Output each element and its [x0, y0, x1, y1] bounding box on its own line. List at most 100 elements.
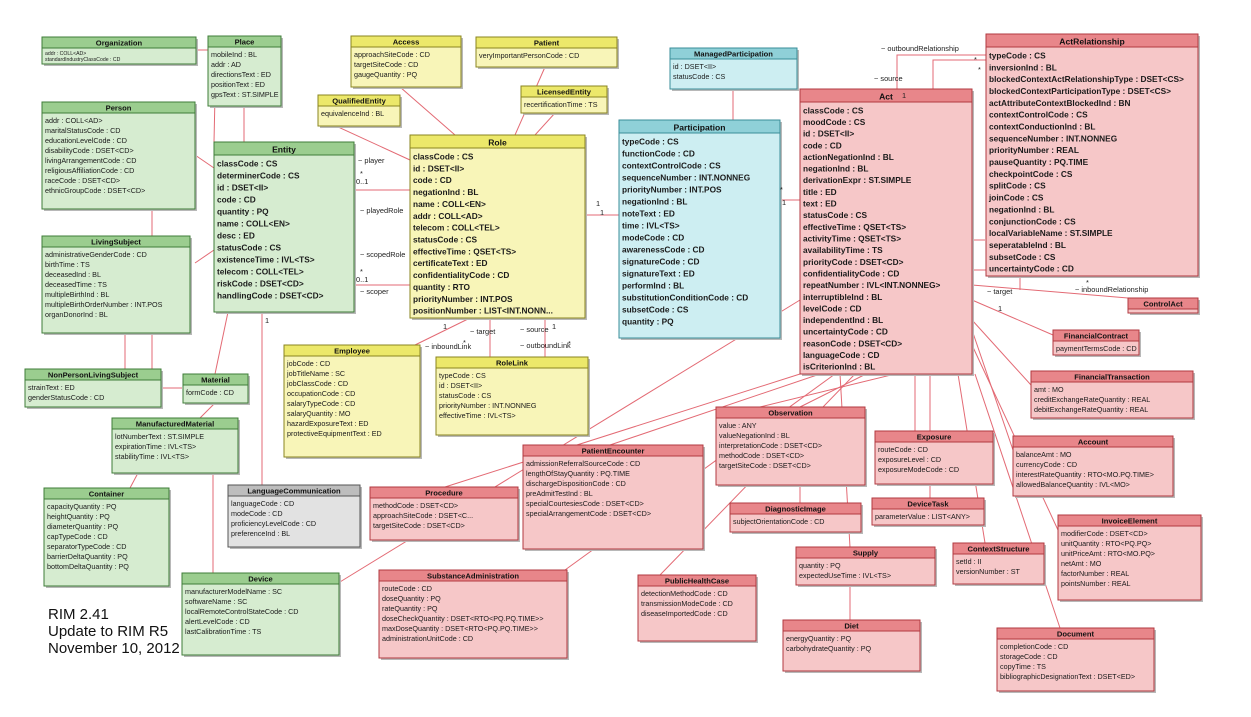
class-patientenc: PatientEncounteradmissionReferralSourceC… [522, 444, 705, 551]
class-body [207, 35, 282, 107]
class-attribute: name : COLL<EN> [413, 199, 486, 209]
class-attribute: jobClassCode : CD [286, 379, 348, 388]
class-attribute: id : DSET<II> [803, 129, 854, 139]
class-attribute: typeCode : CS [439, 371, 486, 380]
association-label-m9: 1 [600, 208, 604, 217]
class-attribute: modeCode : CD [231, 509, 283, 518]
class-attribute: bottomDeltaQuantity : PQ [47, 562, 129, 571]
class-attribute: code : CD [413, 175, 452, 185]
class-body [715, 406, 866, 486]
class-body [378, 569, 568, 659]
association-line [971, 319, 1032, 386]
class-attribute: protectiveEquipmentText : ED [287, 429, 382, 438]
association-label-m18: * [1086, 278, 1089, 287]
class-attribute: salaryTypeCode : CD [287, 399, 355, 408]
class-attribute: rateQuantity : PQ [382, 604, 438, 613]
class-attribute: contextControlCode : CS [622, 161, 721, 171]
association-line [609, 373, 821, 446]
class-attribute: riskCode : DSET<CD> [217, 279, 304, 289]
class-header [207, 35, 282, 48]
class-title: Account [1078, 438, 1109, 447]
class-title: DeviceTask [907, 500, 949, 509]
class-title: FinancialContract [1064, 332, 1129, 341]
class-attribute: localVariableName : ST.SIMPLE [989, 228, 1113, 238]
class-attribute: detectionMethodCode : CD [641, 589, 728, 598]
class-attribute: debitExchangeRateQuantity : REAL [1034, 405, 1148, 414]
class-attribute: typeCode : CS [622, 137, 679, 147]
class-body [41, 101, 196, 210]
class-title: Place [235, 38, 255, 47]
class-header [715, 406, 866, 419]
class-body [409, 134, 586, 319]
class-attribute: isCriterionInd : BL [803, 362, 875, 372]
class-attribute: telecom : COLL<TEL> [413, 223, 500, 233]
class-title: Supply [853, 549, 879, 558]
class-attribute: diameterQuantity : PQ [47, 522, 119, 531]
class-attribute: classCode : CS [413, 151, 474, 161]
class-attribute: directionsText : ED [211, 70, 271, 79]
class-header [799, 88, 973, 103]
class-attribute: priorityNumber : INT.POS [413, 294, 513, 304]
class-attribute: effectiveTime : QSET<TS> [803, 222, 906, 232]
association-line [194, 249, 215, 264]
class-title: Material [201, 376, 230, 385]
class-attribute: genderStatusCode : CD [28, 393, 104, 402]
class-body [618, 119, 781, 339]
association-line [799, 373, 867, 408]
class-attribute: desc : ED [217, 231, 255, 241]
class-attribute: energyQuantity : PQ [786, 634, 852, 643]
class-attribute: telecom : COLL<TEL> [217, 267, 304, 277]
class-attribute: capacityQuantity : PQ [47, 502, 117, 511]
association-label-m15: * [974, 55, 977, 64]
class-attribute: contextControlCode : CS [989, 110, 1088, 120]
class-attribute: factorNumber : REAL [1061, 569, 1129, 578]
class-header [41, 235, 191, 248]
class-attribute: quantity : PQ [622, 317, 674, 327]
association-label-m5: 1 [443, 322, 447, 331]
association-label-m12: * [780, 185, 783, 194]
association-line [129, 472, 139, 489]
class-header [520, 85, 608, 98]
class-attribute: determinerCode : CS [217, 171, 300, 181]
class-attribute: levelCode : CD [803, 303, 862, 313]
association-label-source2: ~ source [874, 74, 903, 83]
class-attribute: effectiveTime : QSET<TS> [413, 246, 516, 256]
class-header [985, 33, 1199, 48]
class-body [43, 487, 170, 587]
class-title: ManagedParticipation [694, 50, 773, 59]
class-attribute: recertificationTime : TS [524, 100, 598, 109]
class-attribute: interestRateQuantity : RTO<MO.PQ.TIME> [1016, 470, 1154, 479]
association-label-outboundrel: ~ outboundRelationship [881, 44, 959, 53]
class-attribute: awarenessCode : CD [622, 245, 705, 255]
class-attribute: substitutionConditionCode : CD [622, 293, 748, 303]
class-title: DiagnosticImage [765, 505, 826, 514]
class-attribute: handlingCode : DSET<CD> [217, 291, 324, 301]
class-title: SubstanceAdministration [427, 572, 519, 581]
class-attribute: confidentialityCode : CD [413, 270, 509, 280]
class-attribute: positionNumber : LIST<INT.NONN... [413, 306, 553, 316]
class-attribute: birthTime : TS [45, 260, 90, 269]
class-attribute: setId : II [956, 557, 982, 566]
class-attribute: moodCode : CS [803, 117, 866, 127]
class-attribute: multipleBirthInd : BL [45, 290, 109, 299]
class-attribute: equivalenceInd : BL [321, 109, 384, 118]
class-attribute: priorityNumber : INT.POS [622, 185, 722, 195]
class-body [985, 33, 1199, 277]
class-attribute: paymentTermsCode : CD [1056, 344, 1137, 353]
class-attribute: independentInd : BL [803, 315, 883, 325]
class-attribute: addr : COLL<AD> [45, 116, 103, 125]
class-title: Role [488, 138, 507, 148]
class-header [227, 484, 361, 497]
association-label-scoper: ~ scoper [360, 287, 389, 296]
